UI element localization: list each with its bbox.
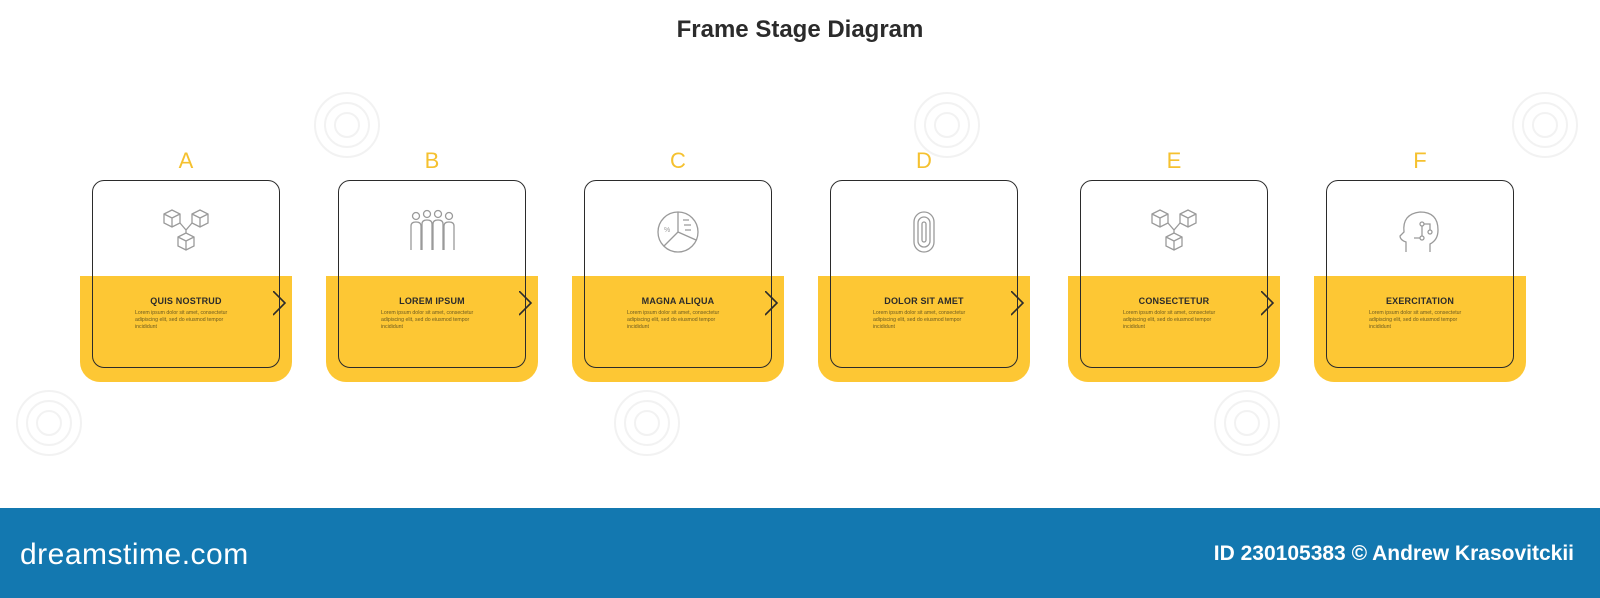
- frame-arrow-notch: [273, 291, 287, 316]
- stage-highlight: [1068, 276, 1280, 382]
- stage-f: F EXERCITATION Lorem ipsum dolor sit ame…: [1314, 148, 1554, 388]
- stage-description: Lorem ipsum dolor sit amet, consectetur …: [381, 310, 474, 330]
- frame-arrow-notch: [1011, 291, 1025, 316]
- frame-arrow-notch: [1261, 291, 1275, 316]
- stage-d: D DOLOR SIT AMET Lorem ipsum dolor sit a…: [818, 148, 1058, 388]
- footer-logo: dreamstime.com: [20, 538, 249, 571]
- stage-letter: F: [1413, 148, 1427, 173]
- watermark-spiral-icon: [314, 92, 380, 158]
- stage-letter: D: [916, 148, 932, 173]
- stage-highlight: [818, 276, 1030, 382]
- cubes-network-icon: [1068, 204, 1280, 260]
- stage-heading: EXERCITATION: [1385, 296, 1455, 306]
- stage-heading: QUIS NOSTRUD: [150, 296, 222, 306]
- watermark-spiral-icon: [914, 92, 980, 158]
- stage-frame: [92, 180, 287, 368]
- stage-letter: A: [178, 148, 194, 173]
- stage-a: A QUIS NOSTRUD Lorem ipsum dolor sit ame…: [80, 148, 320, 388]
- frame-arrow-notch: [519, 291, 533, 316]
- stage-e: E CONSECTETUR Lorem ipsum dolor sit amet…: [1068, 148, 1308, 388]
- footer-credit: ID 230105383 © Andrew Krasovitckii: [1213, 542, 1574, 565]
- frame-arrow-notch: [765, 291, 779, 316]
- footer-bar: dreamstime.com ID 230105383 © Andrew Kra…: [0, 508, 1600, 598]
- stage-highlight: [326, 276, 538, 382]
- stage-letter: B: [424, 148, 440, 173]
- fingerprint-icon: [818, 204, 1030, 260]
- stage-heading: CONSECTETUR: [1138, 296, 1210, 306]
- svg-text:%: %: [664, 227, 670, 234]
- stage-letter: E: [1166, 148, 1182, 173]
- stage-heading: LOREM IPSUM: [399, 296, 465, 306]
- watermark-spiral-icon: [1214, 390, 1280, 456]
- stage-heading: DOLOR SIT AMET: [884, 296, 964, 306]
- stage-highlight: [572, 276, 784, 382]
- watermark-spiral-icon: [16, 390, 82, 456]
- stage-description: Lorem ipsum dolor sit amet, consectetur …: [1123, 310, 1216, 330]
- stage-frame: [1080, 180, 1275, 368]
- stage-highlight: [1314, 276, 1526, 382]
- stage-letter: C: [670, 148, 686, 173]
- stage-frame: [584, 180, 779, 368]
- stage-c: C % MAGNA ALIQUA Lorem ipsum dolor sit a…: [572, 148, 812, 388]
- pie-chart-icon: %: [572, 204, 784, 260]
- people-group-icon: [326, 204, 538, 260]
- stage-description: Lorem ipsum dolor sit amet, consectetur …: [135, 310, 228, 330]
- watermark-spiral-icon: [1512, 92, 1578, 158]
- stage-frame: [830, 180, 1025, 368]
- stage-frame: [1326, 180, 1514, 368]
- watermark-spiral-icon: [614, 390, 680, 456]
- stage-frame: [338, 180, 533, 368]
- stage-b: B LOREM IPSUM Lorem ipsum dolor sit amet…: [326, 148, 566, 388]
- stage-description: Lorem ipsum dolor sit amet, consectetur …: [627, 310, 720, 330]
- page-title: Frame Stage Diagram: [676, 16, 924, 43]
- ai-head-icon: [1314, 204, 1526, 260]
- stage-description: Lorem ipsum dolor sit amet, consectetur …: [1369, 310, 1462, 330]
- stage-heading: MAGNA ALIQUA: [641, 296, 715, 306]
- cubes-network-icon: [80, 204, 292, 260]
- stage-highlight: [80, 276, 292, 382]
- stage-description: Lorem ipsum dolor sit amet, consectetur …: [873, 310, 966, 330]
